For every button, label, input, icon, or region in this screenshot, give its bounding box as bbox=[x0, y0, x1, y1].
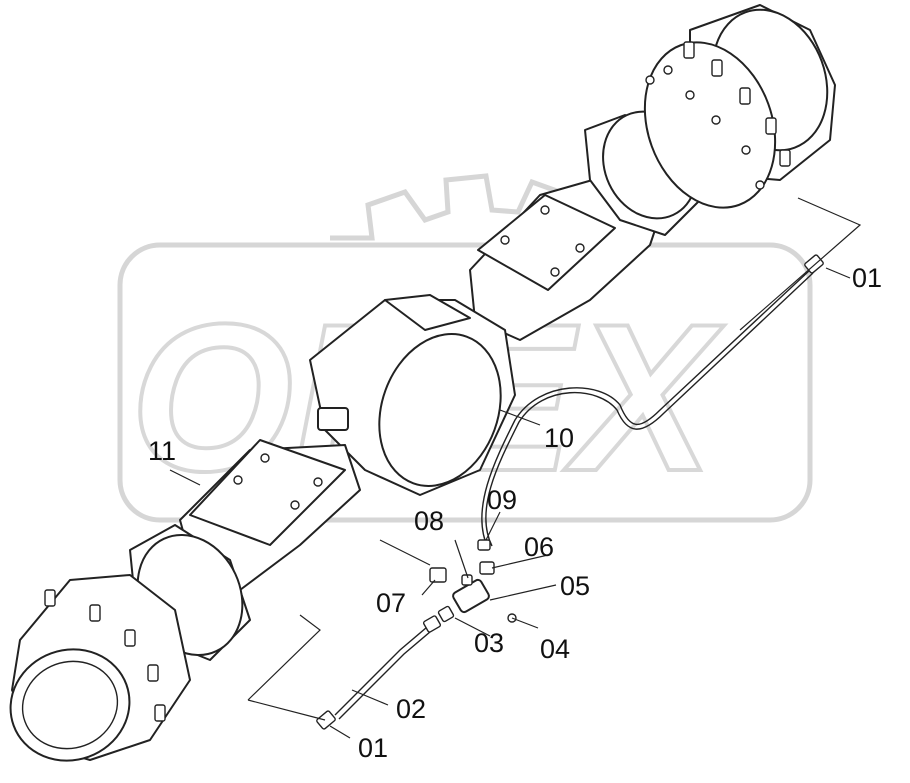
nut-06 bbox=[479, 561, 495, 575]
brake-tube-02-outer bbox=[338, 625, 438, 720]
callout-07: 07 bbox=[376, 588, 406, 618]
nut-09 bbox=[477, 539, 491, 551]
callout-11: 11 bbox=[148, 436, 176, 466]
callout-05: 05 bbox=[560, 571, 590, 601]
right-hub-flange bbox=[643, 41, 777, 209]
differential-cover bbox=[378, 333, 502, 487]
right-wheel-studs bbox=[645, 41, 791, 190]
callouts: 01 01 02 03 04 05 06 07 08 09 10 11 bbox=[148, 263, 882, 763]
left-wheel-hub bbox=[9, 574, 191, 762]
callout-02: 02 bbox=[396, 694, 426, 724]
brake-tube-02 bbox=[334, 621, 434, 716]
left-spring-pad bbox=[189, 439, 346, 546]
left-wheel-studs bbox=[44, 589, 166, 722]
tee-block-05 bbox=[452, 578, 490, 614]
fitting-01-bottom bbox=[316, 710, 336, 730]
bracket-07 bbox=[429, 567, 447, 583]
brake-lines bbox=[316, 254, 824, 730]
callout-09: 09 bbox=[487, 485, 517, 515]
callout-01-top: 01 bbox=[852, 263, 882, 293]
right-wheel-hub bbox=[643, 4, 836, 209]
differential-top bbox=[384, 294, 471, 331]
nut-03 bbox=[422, 615, 442, 633]
callout-06: 06 bbox=[524, 532, 554, 562]
axle-housing bbox=[129, 110, 701, 661]
fitting-01-top bbox=[804, 254, 824, 274]
brake-tube-10 bbox=[481, 269, 811, 549]
callout-03: 03 bbox=[474, 628, 504, 658]
left-hub-face-inner bbox=[21, 660, 119, 750]
callout-04: 04 bbox=[540, 634, 570, 664]
watermark-frame bbox=[117, 242, 813, 523]
breather bbox=[317, 407, 349, 431]
callout-10: 10 bbox=[544, 423, 574, 453]
left-hub-face bbox=[9, 648, 131, 762]
callout-08: 08 bbox=[414, 506, 444, 536]
right-spring-pad bbox=[477, 194, 616, 291]
callout-01-bottom: 01 bbox=[358, 733, 388, 763]
brake-tube-10-outer bbox=[485, 272, 814, 547]
washer-03 bbox=[437, 605, 455, 623]
leader-lines bbox=[169, 197, 862, 739]
